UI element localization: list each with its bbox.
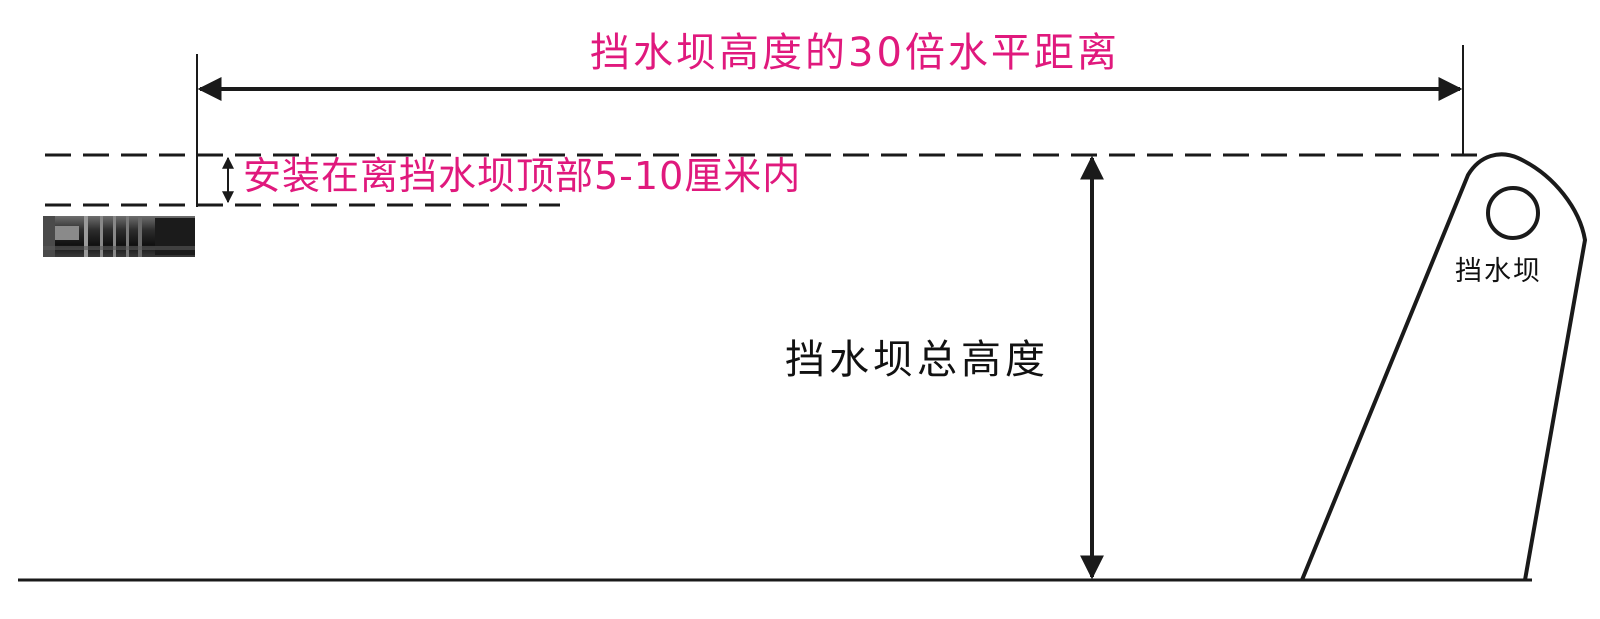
- horizontal-distance-label: 挡水坝高度的30倍水平距离: [590, 30, 1120, 76]
- install-position-label: 安装在离挡水坝顶部5-10厘米内: [243, 154, 802, 198]
- ultrasonic-sensor-icon: [43, 216, 195, 257]
- dam-gate-icon: [1300, 152, 1587, 581]
- dam-label: 挡水坝: [1455, 256, 1542, 287]
- total-height-label: 挡水坝总高度: [785, 337, 1049, 383]
